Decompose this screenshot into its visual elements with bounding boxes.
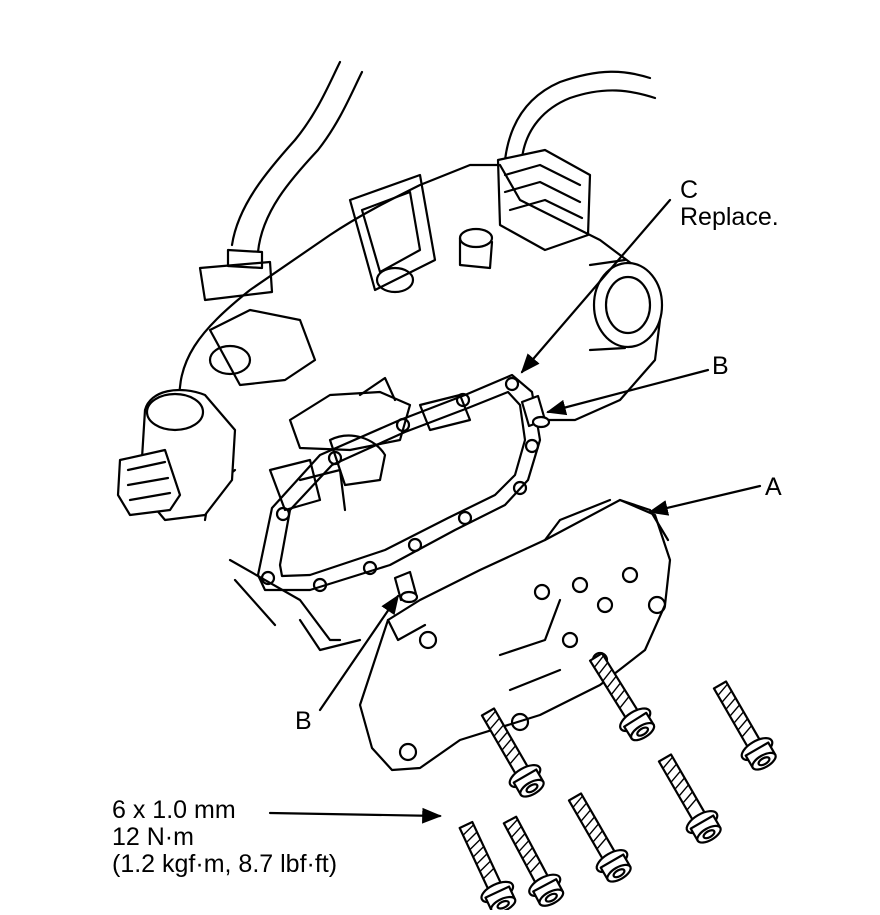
leader-bolt-spec <box>268 807 442 824</box>
gasket <box>256 373 542 593</box>
bolt-torque-nm: 12 N·m <box>112 823 194 851</box>
bolt-spec: 6 x 1.0 mm 12 N·m (1.2 kgf·m, 8.7 lbf·ft… <box>112 797 337 878</box>
bolt <box>704 675 783 777</box>
leader-cover <box>648 484 762 516</box>
leader-gasket <box>520 198 672 374</box>
hose-left <box>198 60 364 302</box>
callout-gasket: C Replace. <box>680 177 779 231</box>
callout-cover: A <box>765 473 782 501</box>
leader-dowel-lower <box>318 594 400 712</box>
bolt <box>559 787 638 889</box>
dowel-pin-upper <box>520 394 551 429</box>
valve-body-interior <box>268 376 472 512</box>
bolt <box>649 748 728 850</box>
bolt-size: 6 x 1.0 mm <box>112 796 236 824</box>
dowel-pin-lower <box>393 570 419 604</box>
callout-gasket-note: Replace. <box>680 203 779 231</box>
connector-top <box>496 148 592 252</box>
callout-dowel-upper: B <box>712 352 729 380</box>
bolt-torque-alt: (1.2 kgf·m, 8.7 lbf·ft) <box>112 850 338 878</box>
solenoid-connector <box>116 388 237 522</box>
leader-dowel-upper <box>546 368 710 416</box>
hose-right <box>503 70 657 162</box>
callout-gasket-letter: C <box>680 176 699 204</box>
cover-plate <box>358 498 672 772</box>
callout-dowel-lower: B <box>295 707 312 735</box>
